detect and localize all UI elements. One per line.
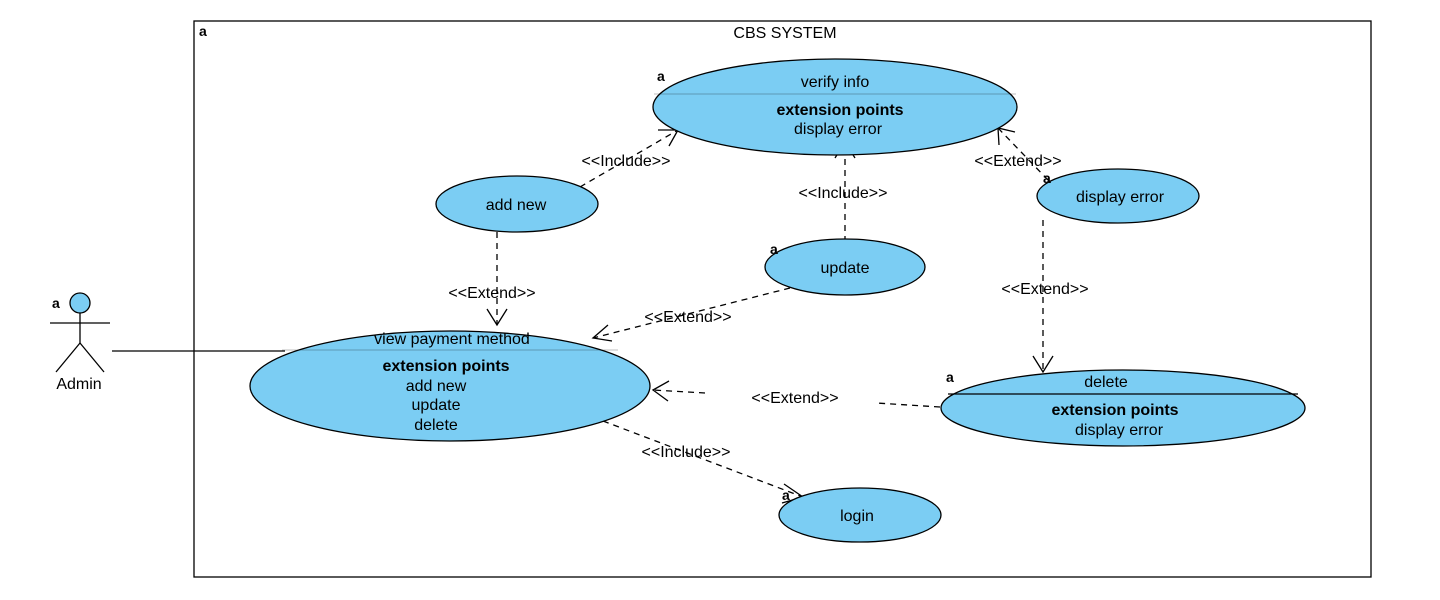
- rel-add-new-verify: [579, 129, 679, 188]
- use-case-login[interactable]: a login: [778, 487, 942, 543]
- use-case-marker: a: [770, 241, 778, 257]
- rel-label-display-error-delete: <<Extend>>: [1001, 281, 1088, 298]
- extension-points-header: extension points: [1051, 402, 1178, 419]
- extension-points-header: extension points: [382, 358, 509, 375]
- extension-point: display error: [1075, 422, 1164, 439]
- use-case-marker: a: [657, 68, 665, 84]
- use-case-name: add new: [486, 197, 547, 214]
- actor-label: Admin: [56, 376, 101, 393]
- system-title: CBS SYSTEM: [733, 25, 836, 42]
- use-case-display-error[interactable]: a display error: [1036, 168, 1200, 224]
- use-case-add-new[interactable]: add new: [435, 175, 599, 233]
- extension-point: update: [412, 397, 461, 414]
- use-case-name: view payment method: [374, 331, 530, 348]
- actor-admin[interactable]: a Admin: [50, 292, 110, 393]
- use-case-marker: a: [782, 487, 790, 503]
- rel-update-view: [592, 287, 791, 339]
- rel-delete-view-b: [652, 389, 706, 394]
- use-case-view-payment-method[interactable]: view payment method extension points add…: [249, 330, 651, 442]
- system-boundary: [193, 20, 1372, 578]
- rel-label-update-view: <<Extend>>: [644, 309, 731, 326]
- use-case-name: login: [840, 508, 874, 525]
- rel-label-add-new-view: <<Extend>>: [448, 285, 535, 302]
- rel-label-view-login: <<Include>>: [642, 444, 731, 461]
- rel-display-error-verify: [997, 127, 1049, 181]
- use-case-marker: a: [1043, 170, 1051, 186]
- rel-label-delete-view: <<Extend>>: [751, 390, 838, 407]
- use-case-update[interactable]: a update: [764, 238, 926, 296]
- use-case-verify-info[interactable]: a verify info extension points display e…: [652, 58, 1018, 156]
- use-case-name: verify info: [801, 74, 870, 91]
- rel-label-display-error-verify: <<Extend>>: [974, 153, 1061, 170]
- extension-point: display error: [794, 121, 883, 138]
- system-marker: a: [199, 23, 207, 39]
- extension-point: delete: [414, 417, 458, 434]
- use-case-name: update: [821, 260, 870, 277]
- rel-delete-view-a: [875, 402, 941, 408]
- actor-marker: a: [52, 295, 60, 311]
- actor-head: [69, 292, 91, 314]
- extension-points-header: extension points: [776, 102, 903, 119]
- use-case-delete[interactable]: a delete extension points display error: [940, 369, 1306, 447]
- rel-view-login: [602, 420, 804, 498]
- use-case-name: display error: [1076, 189, 1165, 206]
- use-case-name: delete: [1084, 374, 1128, 391]
- rel-label-add-new-verify: <<Include>>: [582, 153, 671, 170]
- use-case-marker: a: [946, 369, 954, 385]
- rel-label-update-verify: <<Include>>: [799, 185, 888, 202]
- extension-point: add new: [406, 378, 467, 395]
